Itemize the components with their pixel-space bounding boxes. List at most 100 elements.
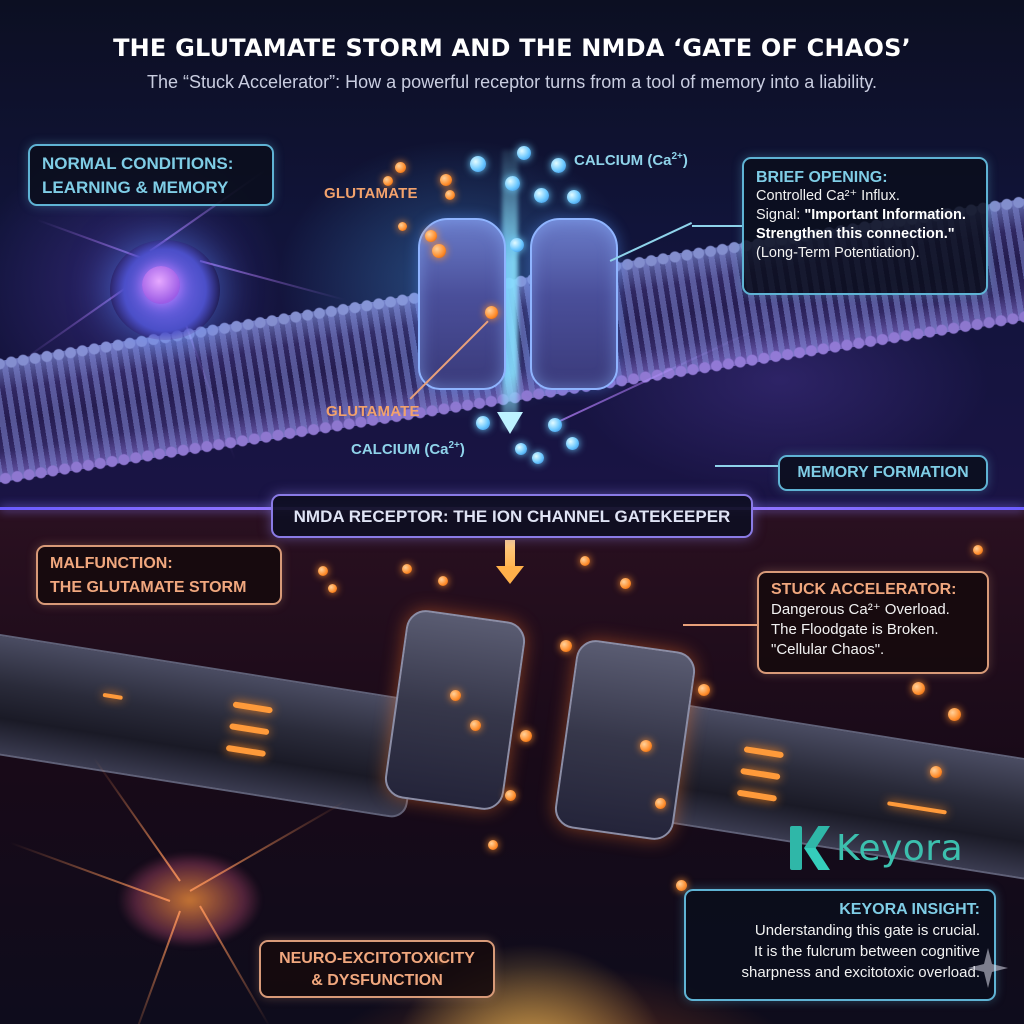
normal-conditions-line2: LEARNING & MEMORY	[42, 178, 229, 197]
calcium-ion-icon	[548, 418, 562, 432]
neuro-excitotoxicity-box: NEURO-EXCITOTOXICITY & DYSFUNCTION	[259, 940, 495, 998]
normal-conditions-line1: NORMAL CONDITIONS:	[42, 154, 234, 173]
glutamate-molecule-icon	[432, 244, 446, 258]
glow-slot	[102, 692, 123, 700]
glow-slot	[736, 789, 778, 802]
neuro-line1: NEURO-EXCITOTOXICITY	[279, 950, 475, 967]
calcium-ion-icon	[470, 156, 486, 172]
receptor-subunit-left	[418, 218, 506, 390]
glow-slot	[232, 701, 273, 714]
down-arrow-icon	[497, 412, 523, 434]
calcium-ion-icon	[517, 146, 531, 160]
keyora-logo: Keyora	[790, 826, 963, 870]
calcium-charge: 2+	[671, 151, 683, 162]
glutamate-molecule-icon	[505, 790, 516, 801]
calcium-ion-icon	[551, 158, 566, 173]
insight-line1: Understanding this gate is crucial.	[754, 922, 980, 939]
insight-line3: sharpness and excitotoxic overload.	[741, 964, 980, 981]
glutamate-label-lower: GLUTAMATE	[326, 403, 420, 420]
memory-formation-label: MEMORY FORMATION	[797, 464, 969, 481]
calcium-ion-icon	[534, 188, 549, 203]
malfunction-line1: MALFUNCTION:	[50, 555, 173, 572]
glow-slot	[743, 746, 785, 759]
normal-conditions-box: NORMAL CONDITIONS: LEARNING & MEMORY	[28, 144, 274, 206]
glutamate-molecule-icon	[450, 690, 461, 701]
calcium-charge: 2+	[448, 440, 460, 451]
ion-channel-icon	[418, 218, 618, 398]
calcium-label-lower: CALCIUM (Ca2+)	[351, 440, 465, 458]
glutamate-molecule-icon	[580, 556, 590, 566]
calcium-ion-icon	[476, 416, 490, 430]
stuck-accelerator-heading: STUCK ACCELERATOR:	[771, 581, 957, 598]
glow-slot	[887, 801, 947, 815]
receptor-subunit-right	[530, 218, 618, 390]
keyora-logo-text: Keyora	[836, 827, 964, 869]
calcium-ion-icon	[505, 176, 520, 191]
brief-opening-signal: Signal: "Important Information. Strength…	[756, 206, 974, 244]
glutamate-molecule-icon	[398, 222, 407, 231]
stuck-accelerator-line2: The Floodgate is Broken.	[771, 621, 939, 638]
glutamate-molecule-icon	[438, 576, 448, 586]
glutamate-molecule-icon	[973, 545, 983, 555]
brief-opening-line1: Controlled Ca²⁺ Influx.	[756, 188, 900, 204]
glutamate-molecule-icon	[425, 230, 437, 242]
glutamate-molecule-icon	[488, 840, 498, 850]
calcium-label-text: CALCIUM (Ca	[351, 441, 449, 458]
calcium-label-upper: CALCIUM (Ca2+)	[574, 151, 688, 169]
stuck-accelerator-line1: Dangerous Ca²⁺ Overload.	[771, 601, 950, 618]
glutamate-molecule-icon	[395, 162, 406, 173]
page-title: THE GLUTAMATE STORM AND THE NMDA ‘GATE O…	[113, 34, 911, 62]
glutamate-molecule-icon	[676, 880, 687, 891]
glow-slot	[740, 767, 781, 781]
glutamate-molecule-icon	[620, 578, 631, 589]
glutamate-molecule-icon	[640, 740, 652, 752]
brief-opening-heading: BRIEF OPENING:	[756, 169, 888, 186]
down-arrow-icon	[496, 566, 524, 584]
down-arrow-shaft	[505, 540, 515, 570]
glutamate-molecule-icon	[912, 682, 925, 695]
page-subtitle: The “Stuck Accelerator”: How a powerful …	[147, 72, 877, 92]
leader-line	[692, 225, 744, 227]
malfunction-box: MALFUNCTION: THE GLUTAMATE STORM	[36, 545, 282, 605]
glutamate-molecule-icon	[560, 640, 572, 652]
keyora-k-logo-icon	[790, 826, 830, 870]
keyora-insight-box: KEYORA INSIGHT: Understanding this gate …	[684, 889, 996, 1001]
neuron-icon	[40, 190, 280, 430]
calcium-ion-icon	[567, 190, 581, 204]
leader-line	[715, 465, 779, 467]
calcium-ion-icon	[510, 238, 524, 252]
calcium-label-close: )	[682, 152, 688, 169]
calcium-flow-beam	[502, 150, 518, 430]
calcium-label-close: )	[459, 441, 465, 458]
calcium-label-text: CALCIUM (Ca	[574, 152, 672, 169]
malfunction-line2: THE GLUTAMATE STORM	[50, 579, 247, 596]
neuron-nucleus	[142, 266, 180, 304]
glutamate-molecule-icon	[485, 306, 498, 319]
glutamate-molecule-icon	[930, 766, 942, 778]
glutamate-molecule-icon	[470, 720, 481, 731]
glutamate-molecule-icon	[318, 566, 328, 576]
calcium-ion-icon	[515, 443, 527, 455]
nmda-receptor-banner: NMDA RECEPTOR: THE ION CHANNEL GATEKEEPE…	[271, 494, 753, 538]
glutamate-label-upper: GLUTAMATE	[324, 185, 418, 202]
glutamate-molecule-icon	[328, 584, 337, 593]
signal-prefix: Signal:	[756, 207, 805, 223]
glutamate-molecule-icon	[440, 174, 452, 186]
glutamate-molecule-icon	[655, 798, 666, 809]
glutamate-molecule-icon	[698, 684, 710, 696]
brief-opening-line3: (Long-Term Potentiation).	[756, 245, 920, 261]
brief-opening-box: BRIEF OPENING: Controlled Ca²⁺ Influx. S…	[742, 157, 988, 295]
glutamate-molecule-icon	[520, 730, 532, 742]
memory-formation-box: MEMORY FORMATION	[778, 455, 988, 491]
neuro-line2: & DYSFUNCTION	[311, 972, 443, 989]
calcium-ion-icon	[532, 452, 544, 464]
glutamate-molecule-icon	[948, 708, 961, 721]
glutamate-molecule-icon	[402, 564, 412, 574]
glutamate-molecule-icon	[445, 190, 455, 200]
insight-line2: It is the fulcrum between cognitive	[754, 943, 980, 960]
leader-line	[683, 624, 759, 626]
glow-slot	[229, 723, 270, 736]
signal-message: "Important Information. Strengthen this …	[756, 207, 966, 242]
calcium-ion-icon	[566, 437, 579, 450]
